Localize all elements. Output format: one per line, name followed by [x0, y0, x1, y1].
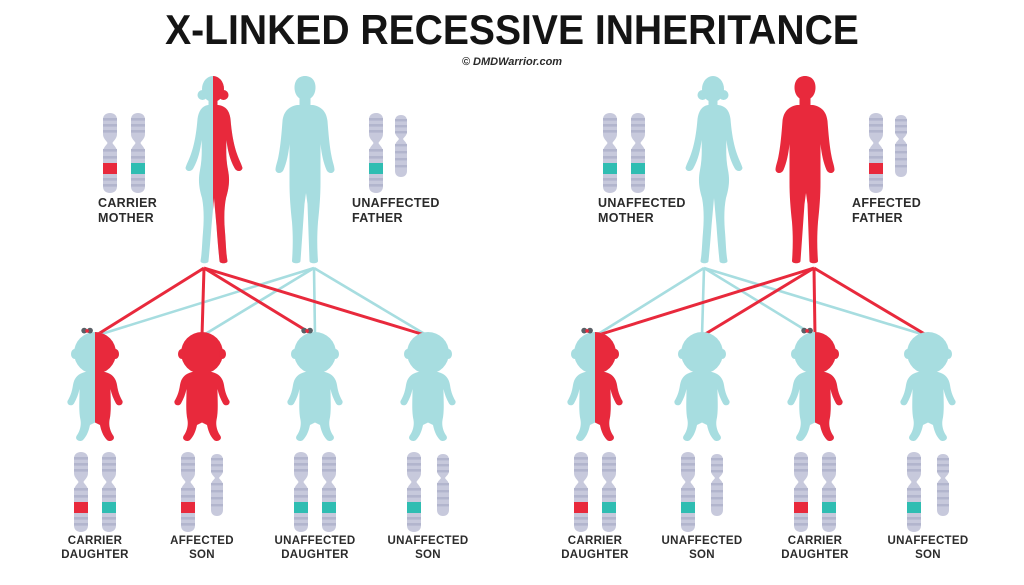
unaffected-son-label-2-line-1: UNAFFECTED — [661, 535, 743, 547]
x-chromosome-normal — [369, 113, 383, 193]
carrier-daughter-label-1: CARRIER DAUGHTER — [30, 534, 160, 562]
unaffected-father-figure — [275, 76, 335, 264]
unaffected-son-label-4: UNAFFECTED SON — [863, 534, 993, 562]
x-chromosome-normal — [602, 452, 616, 532]
carrier-daughter-label-3-line-2: DAUGHTER — [781, 549, 849, 561]
carrier-daughter-label-1-line-1: CARRIER — [67, 535, 123, 547]
affected-father-label-line-2: FATHER — [852, 211, 903, 225]
unaffected-son-label-4-line-1: UNAFFECTED — [887, 535, 969, 547]
hair-bow-icon — [301, 327, 313, 334]
affected-father-figure — [775, 76, 835, 264]
y-chromosome — [895, 115, 907, 177]
inheritance-lines — [594, 266, 929, 338]
carrier-daughter-figure-1 — [567, 327, 623, 442]
inheritance-line-red — [812, 267, 817, 337]
affected-father-label-line-1: AFFECTED — [852, 196, 922, 210]
unaffected-son-label-2-line-2: SON — [689, 549, 715, 561]
inheritance-line-teal — [313, 266, 429, 338]
x-chromosome-mutated — [869, 113, 883, 193]
carrier-daughter-figure-3 — [787, 327, 843, 442]
unaffected-daughter-label-3-line-2: DAUGHTER — [281, 549, 349, 561]
unaffected-son-figure-2 — [674, 332, 730, 442]
hair-bow-icon — [581, 327, 593, 334]
unaffected-mother-label-line-2: MOTHER — [598, 211, 654, 225]
diagram-title: X-LINKED RECESSIVE INHERITANCE — [165, 6, 859, 53]
unaffected-son-label-2: UNAFFECTED SON — [637, 534, 767, 562]
hair-bow-icon — [81, 327, 93, 334]
carrier-daughter-label-1: CARRIER DAUGHTER — [530, 534, 660, 562]
inheritance-line-red — [203, 266, 429, 338]
x-chromosome-normal — [322, 452, 336, 532]
unaffected-son-figure-4 — [900, 332, 956, 442]
unaffected-son-label-4-line-2: SON — [415, 549, 441, 561]
x-chromosome-normal — [102, 452, 116, 532]
affected-son-figure-2 — [174, 332, 230, 442]
y-chromosome — [211, 454, 223, 516]
x-chromosome-normal — [631, 113, 645, 193]
unaffected-father-label-line-1: UNAFFECTED — [352, 196, 440, 210]
inheritance-lines — [94, 266, 429, 338]
affected-son-label-2-line-1: AFFECTED — [170, 535, 234, 547]
unaffected-son-figure-4 — [400, 332, 456, 442]
x-chromosome-normal — [407, 452, 421, 532]
carrier-daughter-label-1-line-2: DAUGHTER — [61, 549, 129, 561]
carrier-daughter-label-1-line-1: CARRIER — [567, 535, 623, 547]
inheritance-line-red — [200, 267, 206, 337]
x-chromosome-mutated — [103, 113, 117, 193]
unaffected-daughter-label-3-line-1: UNAFFECTED — [274, 535, 356, 547]
inheritance-line-red — [813, 266, 929, 338]
unaffected-son-label-4-line-2: SON — [915, 549, 941, 561]
y-chromosome — [437, 454, 449, 516]
x-chromosome-mutated — [794, 452, 808, 532]
carrier-daughter-label-1-line-2: DAUGHTER — [561, 549, 629, 561]
y-chromosome — [395, 115, 407, 177]
affected-son-label-2: AFFECTED SON — [137, 534, 267, 562]
inheritance-line-red — [594, 266, 815, 338]
carrier-mother-label-line-1: CARRIER — [98, 196, 158, 210]
x-chromosome-normal — [907, 452, 921, 532]
unaffected-daughter-figure-3 — [287, 327, 343, 442]
x-chromosome-normal — [294, 452, 308, 532]
credit-watermark: © DMDWarrior.com — [461, 56, 563, 68]
affected-son-label-2-line-2: SON — [189, 549, 215, 561]
carrier-daughter-label-3-line-1: CARRIER — [787, 535, 843, 547]
carrier-daughter-figure-1 — [67, 327, 123, 442]
unaffected-father-label-line-2: FATHER — [352, 211, 403, 225]
x-chromosome-normal — [131, 113, 145, 193]
inheritance-line-teal — [594, 266, 705, 338]
inheritance-line-red — [94, 266, 205, 338]
x-chromosome-mutated — [181, 452, 195, 532]
unaffected-mother-figure — [685, 76, 743, 264]
carrier-mother-figure — [185, 76, 243, 264]
x-chromosome-mutated — [574, 452, 588, 532]
x-chromosome-mutated — [74, 452, 88, 532]
x-chromosome-normal — [822, 452, 836, 532]
unaffected-son-label-4-line-1: UNAFFECTED — [387, 535, 469, 547]
inheritance-line-red — [203, 266, 316, 338]
x-chromosome-normal — [681, 452, 695, 532]
hair-bow-icon — [801, 327, 813, 334]
unaffected-son-label-4: UNAFFECTED SON — [363, 534, 493, 562]
y-chromosome — [711, 454, 723, 516]
y-chromosome — [937, 454, 949, 516]
inheritance-line-red — [701, 266, 815, 338]
carrier-mother-label-line-2: MOTHER — [98, 211, 154, 225]
x-chromosome-normal — [603, 113, 617, 193]
unaffected-daughter-label-3: UNAFFECTED DAUGHTER — [250, 534, 380, 562]
carrier-daughter-label-3: CARRIER DAUGHTER — [750, 534, 880, 562]
unaffected-mother-label-line-1: UNAFFECTED — [598, 196, 686, 210]
